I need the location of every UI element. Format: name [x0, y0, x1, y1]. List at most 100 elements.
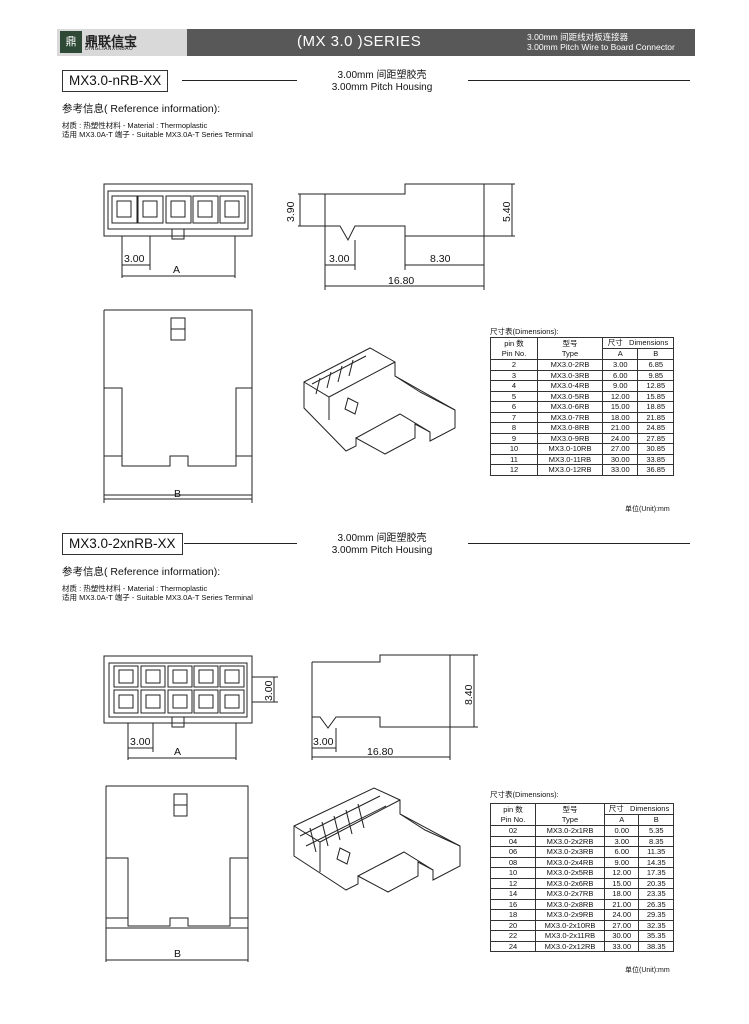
a-cell: 6.00 — [603, 846, 640, 858]
dim-height-total-label-dual: 8.40 — [463, 684, 475, 705]
b-cell: 24.85 — [637, 422, 674, 434]
material-line-dual: 材质 : 热塑性材料 - Material : Thermoplastic — [62, 584, 208, 593]
a-cell: 21.00 — [601, 422, 639, 434]
type-cell: MX3.0-3RB — [537, 369, 603, 381]
pin-cell: 06 — [490, 846, 536, 858]
type-cell: MX3.0-4RB — [537, 380, 603, 392]
dim-side-length-label: 8.30 — [430, 253, 451, 265]
a-cell: 3.00 — [601, 359, 639, 371]
section-title-en: 3.00mm Pitch Housing — [331, 82, 433, 93]
pin-cell: 5 — [490, 390, 538, 402]
b-cell: 14.35 — [638, 856, 674, 868]
b-cell: 30.85 — [637, 443, 674, 455]
b-cell: 12.85 — [637, 380, 674, 392]
col-a-dual: A — [603, 814, 640, 826]
section-title-cn: 3.00mm 间距塑胶壳 — [337, 70, 427, 81]
type-cell: MX3.0-10RB — [537, 443, 603, 455]
a-cell: 24.00 — [603, 909, 640, 921]
type-cell: MX3.0-2x8RB — [535, 898, 605, 910]
pin-cell: 3 — [490, 369, 538, 381]
pin-cell: 22 — [490, 930, 536, 942]
type-cell: MX3.0-2x12RB — [535, 940, 605, 952]
a-cell: 30.00 — [603, 930, 640, 942]
a-cell: 12.00 — [603, 867, 640, 879]
isometric-view-housing — [303, 347, 456, 455]
title-rule-left — [182, 80, 297, 81]
pin-cell: 08 — [490, 856, 536, 868]
unit-note-dual: 单位(Unit):mm — [625, 967, 670, 974]
reference-heading-dual: 参考信息( Reference information): — [62, 566, 221, 578]
dim-height-label: 3.90 — [285, 201, 297, 222]
b-cell: 5.35 — [638, 825, 674, 837]
pin-cell: 4 — [490, 380, 538, 392]
type-cell: MX3.0-11RB — [537, 453, 603, 465]
b-cell: 11.35 — [638, 846, 674, 858]
a-cell: 33.00 — [603, 940, 640, 952]
b-cell: 23.35 — [638, 888, 674, 900]
section-title-cn-dual: 3.00mm 间距塑胶壳 — [337, 533, 427, 544]
dim-a-label-dual: A — [174, 746, 181, 758]
a-cell: 12.00 — [601, 390, 639, 402]
a-cell: 27.00 — [601, 443, 639, 455]
logo-text-cn: 鼎联信宝 — [85, 35, 138, 50]
pin-cell: 7 — [490, 411, 538, 423]
a-cell: 18.00 — [603, 888, 640, 900]
a-cell: 15.00 — [603, 877, 640, 889]
header-subtitle-en: 3.00mm Pitch Wire to Board Connector — [527, 42, 675, 52]
logo-text-en: DINGLIANXINBAO — [85, 46, 134, 52]
b-cell: 6.85 — [637, 359, 674, 371]
type-cell: MX3.0-6RB — [537, 401, 603, 413]
pin-cell: 10 — [490, 443, 538, 455]
side-view-housing-dual — [311, 654, 478, 760]
dim-a-label: A — [173, 264, 180, 276]
section-title-en-dual: 3.00mm Pitch Housing — [331, 545, 433, 556]
a-cell: 6.00 — [601, 369, 639, 381]
type-cell: MX3.0-9RB — [537, 432, 603, 444]
pin-cell: 04 — [490, 835, 536, 847]
a-cell: 18.00 — [601, 411, 639, 423]
dim-row-pitch-label-dual: 3.00 — [263, 680, 275, 701]
front-view-housing — [103, 183, 253, 278]
title-rule-right — [468, 80, 690, 81]
logo: 鼎 鼎联信宝 DINGLIANXINBAO — [57, 29, 187, 56]
type-cell: MX3.0-2x10RB — [535, 919, 605, 931]
dim-pitch-label-dual: 3.00 — [130, 736, 151, 748]
a-cell: 30.00 — [601, 453, 639, 465]
front-view-housing-dual — [103, 655, 278, 760]
col-dimensions-dual: 尺寸 Dimensions — [604, 803, 674, 815]
pin-cell: 24 — [490, 940, 536, 952]
type-cell: MX3.0-2x5RB — [535, 867, 605, 879]
col-b-dual: B — [638, 814, 674, 826]
a-cell: 9.00 — [603, 856, 640, 868]
dim-total-length-label-dual: 16.80 — [367, 746, 393, 758]
pin-cell: 11 — [490, 453, 538, 465]
terminal-line: 适用 MX3.0A-T 端子 - Suitable MX3.0A-T Serie… — [62, 130, 253, 139]
pin-cell: 9 — [490, 432, 538, 444]
dim-total-length-label: 16.80 — [388, 275, 414, 287]
a-cell: 9.00 — [601, 380, 639, 392]
pin-cell: 16 — [490, 898, 536, 910]
type-cell: MX3.0-2x3RB — [535, 846, 605, 858]
logo-icon: 鼎 — [60, 31, 82, 53]
dim-height-total-label: 5.40 — [501, 201, 513, 222]
dim-side-pitch-label-dual: 3.00 — [313, 736, 334, 748]
